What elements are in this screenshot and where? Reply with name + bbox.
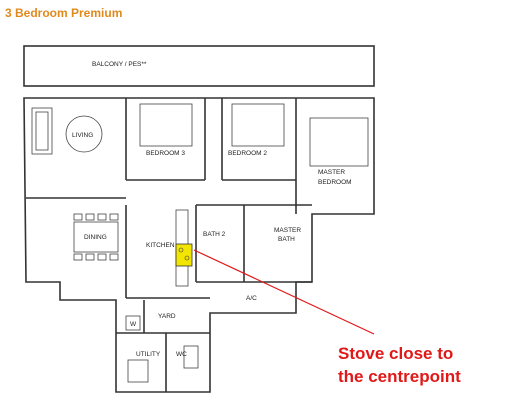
annotation-line-1: Stove close to: [338, 344, 454, 363]
living-rug: [65, 115, 103, 153]
bed-3: [139, 103, 193, 147]
label-utility: UTILITY: [136, 351, 161, 358]
washer-box: [125, 315, 141, 331]
label-kitchen: KITCHEN: [146, 242, 175, 249]
balcony-outline: [23, 45, 375, 87]
wc-toilet: [183, 345, 199, 369]
plan-title: 3 Bedroom Premium: [5, 6, 123, 20]
outer-wall: [23, 97, 375, 393]
label-bedroom-2: BEDROOM 2: [228, 150, 267, 157]
dining-table: [73, 221, 119, 253]
label-master-bath-1: MASTER: [274, 227, 301, 234]
stove-icon: [175, 243, 193, 267]
label-washer: W: [130, 321, 137, 328]
annotation-line-2: the centrepoint: [338, 367, 461, 386]
label-living: LIVING: [72, 132, 93, 139]
label-ac: A/C: [246, 295, 257, 302]
annotation-callout: Stove close to the centrepoint: [338, 342, 506, 388]
annotation-arrow: [193, 249, 375, 335]
label-master-bedroom-1: MASTER: [318, 169, 345, 176]
master-bed: [309, 117, 369, 167]
label-dining: DINING: [84, 234, 107, 241]
label-yard: YARD: [158, 313, 176, 320]
label-master-bath-2: BATH: [278, 236, 295, 243]
label-master-bedroom-2: BEDROOM: [318, 179, 352, 186]
bed-2: [231, 103, 285, 147]
label-wc: WC: [176, 351, 187, 358]
label-bedroom-3: BEDROOM 3: [146, 150, 185, 157]
utility-sink: [127, 359, 149, 383]
label-balcony: BALCONY / PES**: [92, 61, 147, 68]
label-bath-2: BATH 2: [203, 231, 226, 238]
